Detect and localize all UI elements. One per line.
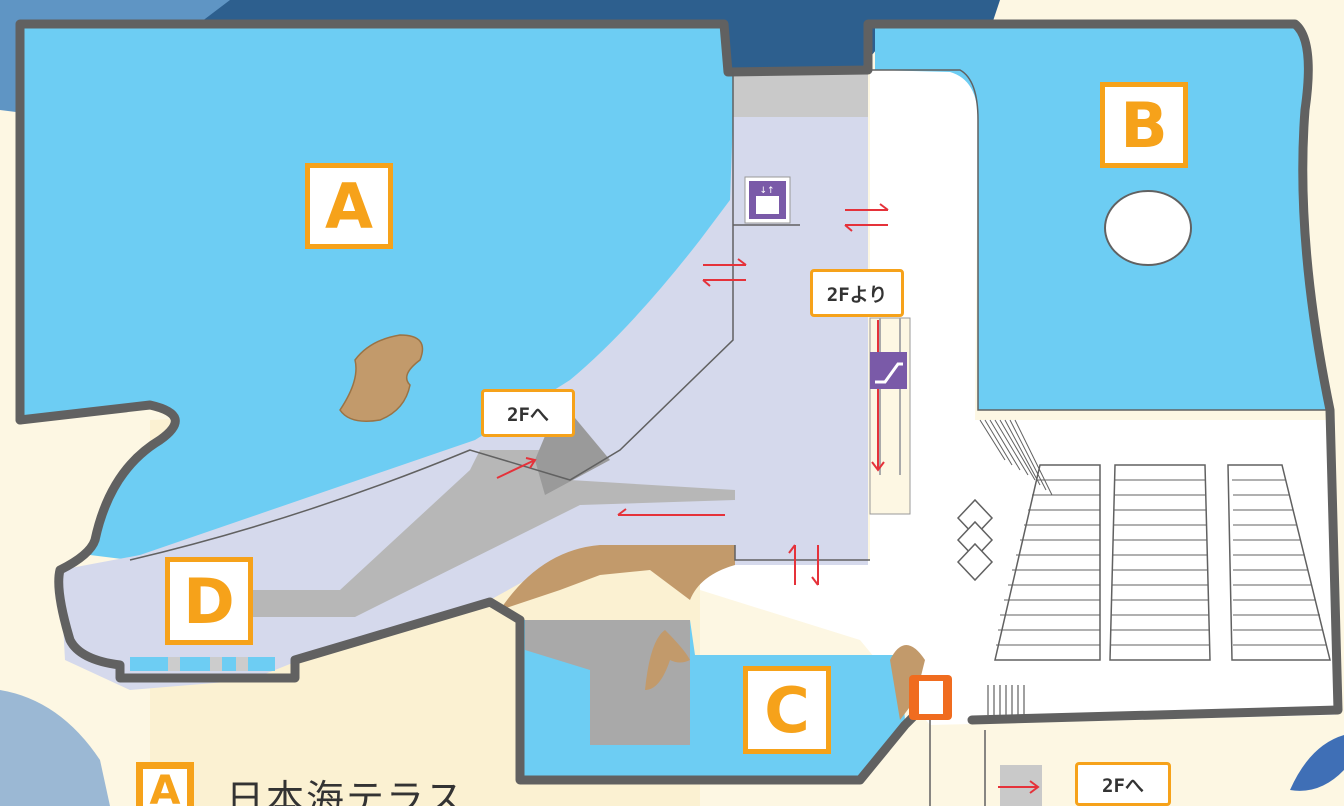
callout-to-2f-left: 2Fへ (481, 389, 575, 437)
zone-b-badge[interactable]: B (1100, 82, 1188, 168)
seating-rows (996, 479, 1327, 646)
svg-text:↓↑: ↓↑ (759, 186, 774, 196)
sea-photo-bottom-left (0, 690, 110, 806)
legend-badge: A (136, 762, 194, 806)
callout-to-2f-bottom: 2Fへ (1075, 762, 1171, 806)
zone-d-window (130, 657, 275, 671)
callout-from-2f: 2Fより (810, 269, 904, 317)
zone-c-badge[interactable]: C (743, 666, 831, 754)
escalator-icon (870, 352, 907, 389)
zone-d-badge[interactable]: D (165, 557, 253, 645)
zone-d-gate-3 (236, 657, 248, 671)
legend-badge-letter: A (143, 768, 187, 806)
escalator-strip (869, 317, 911, 515)
zone-d-gate-1 (168, 657, 180, 671)
stairs-bottom-right (987, 685, 1025, 715)
bench-diamonds (956, 498, 994, 582)
bleacher-lines (979, 419, 1053, 496)
vending-machine-icon (909, 675, 952, 720)
walls (15, 19, 1343, 785)
zone-a-badge[interactable]: A (305, 163, 393, 249)
rock-island (339, 334, 424, 422)
legend-label: 日本海テラス (226, 777, 466, 806)
ramp (250, 450, 735, 617)
zone-d-gate-2 (210, 657, 222, 671)
zone-b-pillar (1104, 190, 1192, 266)
entry-gray (733, 72, 868, 117)
flow-arrows (496, 203, 1040, 794)
interior-walls (129, 69, 1330, 561)
elevator-icon: ↓↑ (744, 176, 791, 224)
zone-c-rock-2 (890, 645, 925, 720)
zone-b-water (875, 24, 1330, 410)
zone-c-gray (525, 620, 690, 745)
zone-c-rock (645, 630, 690, 690)
sea-splash-right (1290, 735, 1344, 791)
seating-grid (994, 464, 1331, 661)
rock-shore (500, 545, 735, 610)
